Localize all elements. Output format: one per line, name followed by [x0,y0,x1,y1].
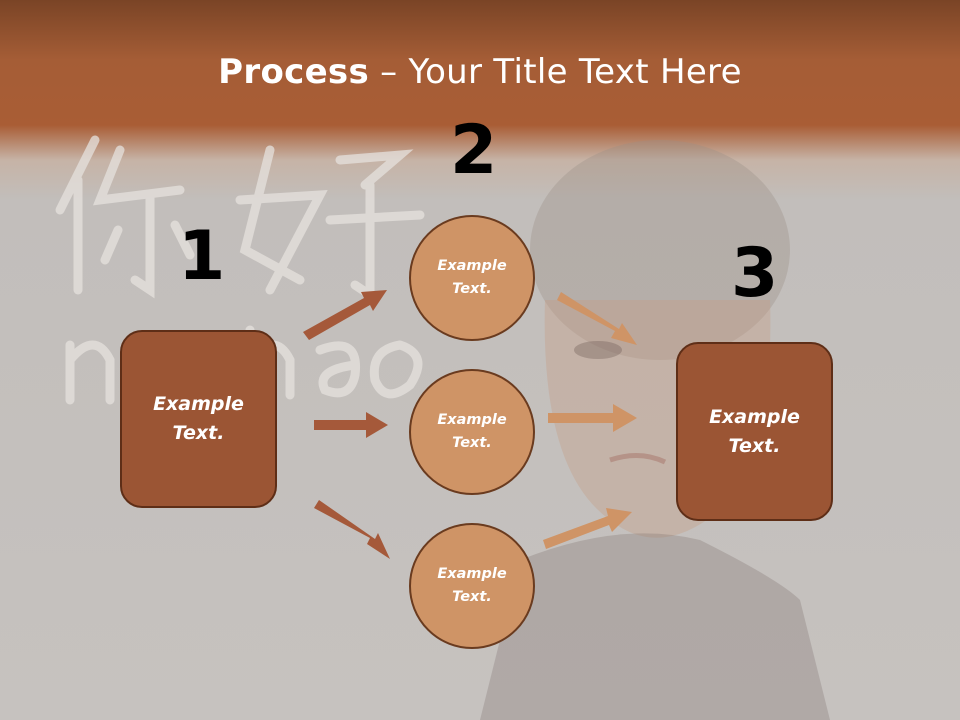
circle-top: Example Text. [409,215,535,341]
step-number-3: 3 [731,234,779,313]
left-box: Example Text. [120,330,277,508]
title-rest: – Your Title Text Here [369,52,742,92]
arrow-middle-to-right [548,404,637,432]
right-box: Example Text. [676,342,833,521]
right-box-label: Example Text. [709,405,800,457]
step-number-1: 1 [178,217,226,296]
circle-middle: Example Text. [409,369,535,495]
arrow-left-to-middle [314,412,388,438]
circle-bottom-label: Example Text. [437,566,507,605]
circle-middle-label: Example Text. [437,412,507,451]
step-number-2: 2 [450,111,498,190]
arrow-bottom-to-right [543,508,632,549]
arrow-left-to-top [303,290,387,340]
arrow-top-to-right [557,292,637,345]
slide-title: Process – Your Title Text Here [0,52,960,92]
arrow-left-to-bottom [314,500,390,559]
left-box-label: Example Text. [153,393,244,444]
circle-bottom: Example Text. [409,523,535,649]
title-bold: Process [218,52,370,92]
circle-top-label: Example Text. [437,258,507,297]
